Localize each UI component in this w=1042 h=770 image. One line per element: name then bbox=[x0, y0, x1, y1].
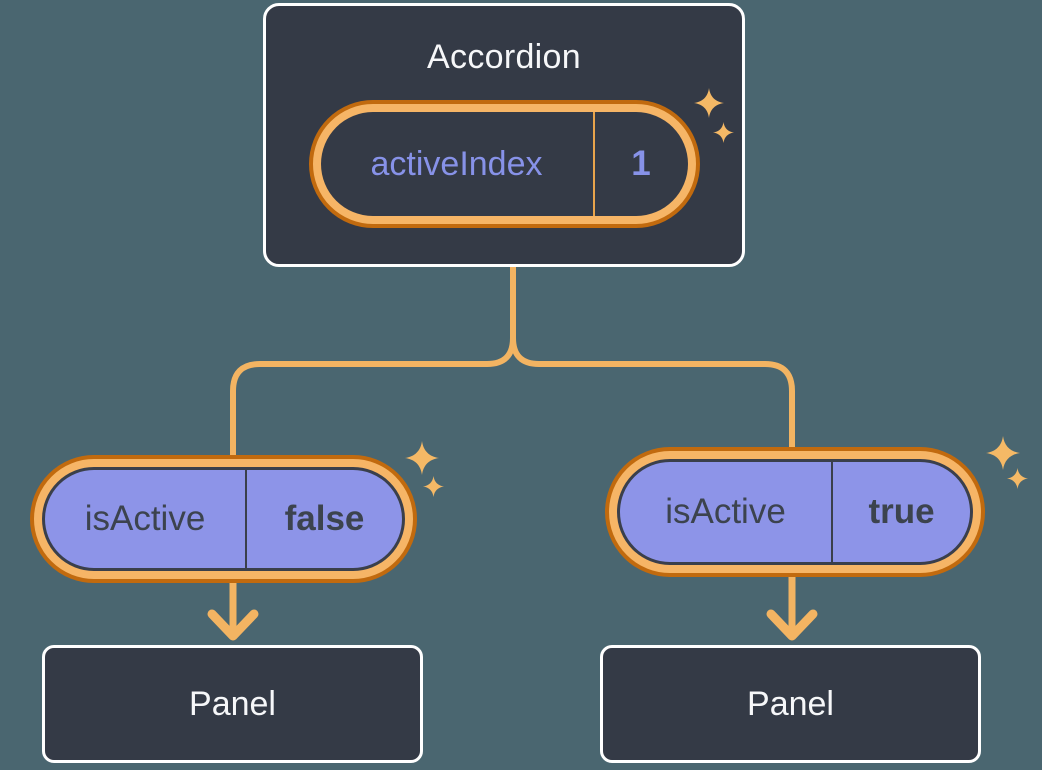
accordion-title: Accordion bbox=[427, 38, 581, 76]
sparkle-icon bbox=[694, 88, 724, 118]
pill-divider bbox=[592, 112, 595, 216]
pill-divider bbox=[831, 462, 833, 562]
sparkle-icon bbox=[405, 441, 439, 475]
prop-pill-name: isActive bbox=[665, 492, 786, 531]
sparkle-icon bbox=[986, 436, 1020, 470]
arrow-down-icon bbox=[207, 609, 259, 641]
prop-pill-name: isActive bbox=[84, 499, 206, 538]
sparkle-icon bbox=[1007, 468, 1028, 489]
state-pill-name: activeIndex bbox=[370, 144, 543, 183]
prop-pill-value: true bbox=[868, 492, 935, 531]
state-pill-activeindex: activeIndex 1 bbox=[308, 100, 700, 228]
sparkle-icon bbox=[713, 122, 734, 143]
prop-pill-isactive-left: isActive false bbox=[30, 455, 417, 583]
sparkle-icon bbox=[423, 476, 444, 497]
connector-right-branch bbox=[510, 267, 795, 460]
prop-pill-body: isActive false bbox=[42, 467, 405, 571]
panel-node-left: Panel bbox=[42, 645, 423, 763]
state-pill-value: 1 bbox=[631, 144, 651, 183]
accordion-node: Accordion activeIndex 1 bbox=[263, 3, 745, 267]
state-pill-body: activeIndex 1 bbox=[320, 112, 688, 216]
arrow-down-icon bbox=[766, 609, 818, 641]
panel-label: Panel bbox=[747, 684, 834, 723]
panel-node-right: Panel bbox=[600, 645, 981, 763]
connector-left-branch bbox=[230, 267, 516, 465]
prop-pill-isactive-right: isActive true bbox=[605, 447, 985, 577]
pill-divider bbox=[245, 470, 247, 568]
prop-pill-body: isActive true bbox=[617, 459, 973, 565]
panel-label: Panel bbox=[189, 684, 276, 723]
prop-pill-value: false bbox=[284, 499, 365, 538]
